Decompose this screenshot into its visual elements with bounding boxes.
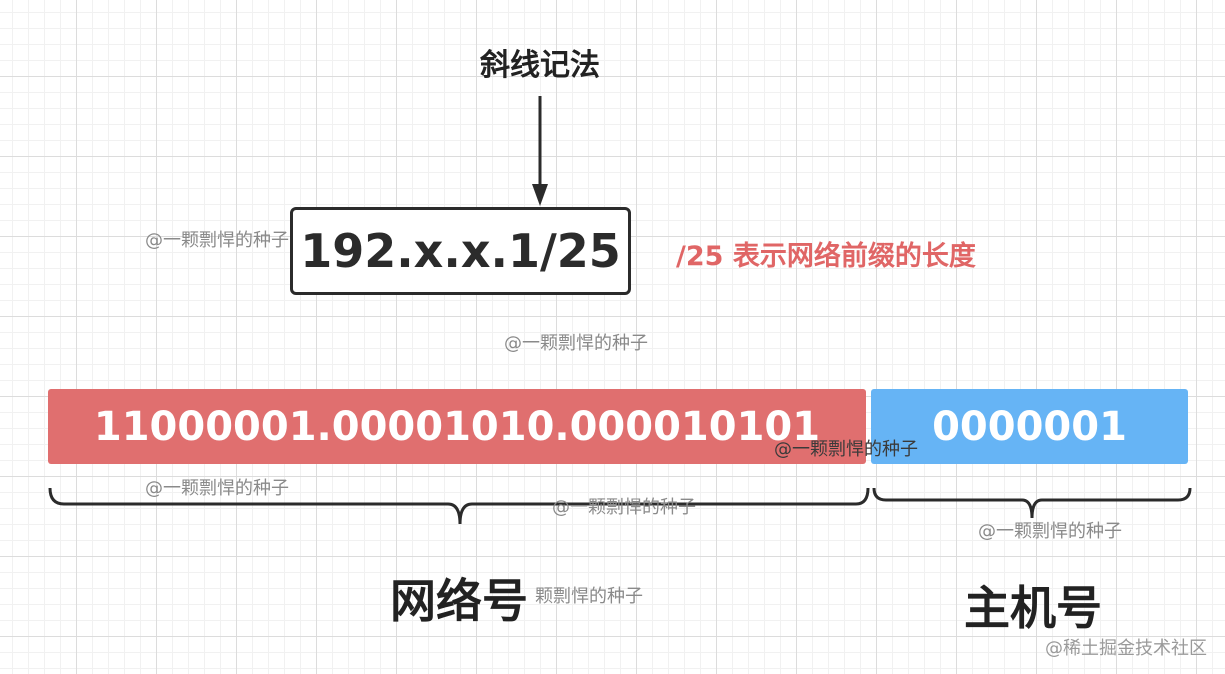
host-number-label: 主机号	[964, 581, 1102, 635]
watermark-text: @一颗剽悍的种子	[504, 333, 648, 354]
prefix-length-note: /25 表示网络前缀的长度	[676, 241, 976, 272]
cidr-notation-box: 192.x.x.1/25	[290, 207, 631, 295]
watermark-text: @一颗剽悍的种子	[978, 521, 1122, 542]
brace-group	[48, 487, 1192, 525]
site-watermark: @稀土掘金技术社区	[1045, 638, 1207, 659]
host-bits-text: 0000001	[932, 403, 1127, 450]
watermark-text: 颗剽悍的种子	[535, 586, 643, 607]
watermark-text: @一颗剽悍的种子	[774, 439, 918, 460]
network-number-label: 网络号	[390, 574, 528, 628]
host-bits-bar: 0000001	[871, 389, 1188, 464]
down-arrow-icon	[532, 96, 548, 206]
network-bits-bar: 11000001.00001010.000010101	[48, 389, 866, 464]
watermark-text: @一颗剽悍的种子	[145, 478, 289, 499]
network-brace	[48, 487, 870, 525]
watermark-text: @一颗剽悍的种子	[552, 497, 696, 518]
host-brace	[872, 487, 1192, 519]
network-bits-text: 11000001.00001010.000010101	[93, 403, 821, 450]
diagram-title: 斜线记法	[480, 48, 600, 83]
watermark-text: @一颗剽悍的种子	[145, 230, 289, 251]
